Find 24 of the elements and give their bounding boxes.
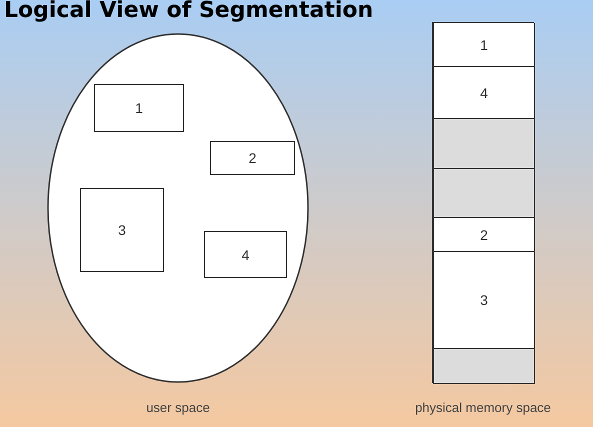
space-caption: user space <box>145 400 211 415</box>
segment-box <box>210 141 295 175</box>
segment-box <box>433 252 535 349</box>
free-memory-block <box>433 119 535 169</box>
user-space-ellipse <box>47 33 309 383</box>
segment-number: 4 <box>480 84 488 100</box>
segment-box <box>433 67 535 119</box>
space-caption: physical memory space <box>414 400 552 415</box>
title: Logical View of Segmentation <box>4 0 374 23</box>
segment-box <box>94 84 184 132</box>
segment-number: 2 <box>480 226 488 242</box>
segment-box <box>433 23 535 67</box>
segment-number: 1 <box>480 36 488 52</box>
segment-number: 3 <box>118 222 126 238</box>
segment-number: 4 <box>242 246 250 262</box>
segment-box <box>204 231 287 278</box>
segment-number: 3 <box>480 292 488 308</box>
segment-box <box>80 188 164 272</box>
free-memory-block <box>433 349 535 384</box>
segment-box <box>433 218 535 252</box>
segment-number: 1 <box>135 100 143 116</box>
memory-column <box>432 22 534 383</box>
segment-number: 2 <box>248 150 256 166</box>
free-memory-block <box>433 169 535 218</box>
